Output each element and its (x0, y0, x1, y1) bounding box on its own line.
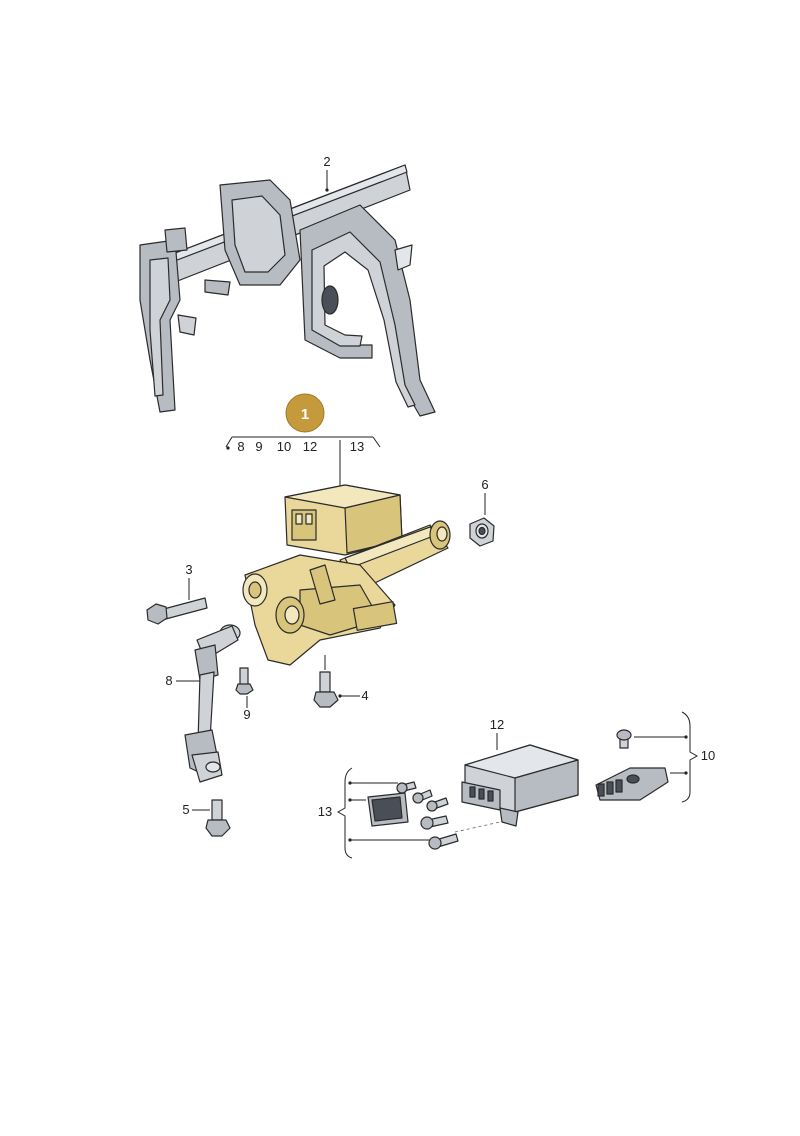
screw-set-part-13[interactable]: 13 (318, 767, 501, 859)
intermediate-shaft-part-8[interactable]: 8 (165, 624, 241, 783)
nut-part-6[interactable]: 6 (469, 477, 495, 547)
bolt-part-3[interactable]: 3 (146, 562, 208, 625)
group-label-12: 12 (303, 439, 317, 454)
group-1-bracket: 8 9 10 12 13 (225, 436, 381, 486)
callout-5: 5 (182, 802, 189, 817)
screw-a (396, 781, 417, 794)
screw-part-9[interactable]: 9 (235, 667, 254, 722)
group-label-10: 10 (277, 439, 291, 454)
position-badge-1[interactable]: 1 (285, 393, 325, 433)
lock-bracket-part-10[interactable]: 10 (595, 711, 715, 803)
callout-4: 4 (361, 688, 368, 703)
leader-dot (325, 188, 329, 192)
crossmember-part[interactable]: 2 (139, 154, 436, 417)
callout-12: 12 (490, 717, 504, 732)
screw-e (428, 833, 459, 850)
screw-b (412, 789, 433, 804)
bracket-screw (616, 729, 632, 749)
callout-10: 10 (701, 748, 715, 763)
group-label-8: 8 (237, 439, 244, 454)
callout-2: 2 (323, 154, 330, 169)
callout-8: 8 (165, 673, 172, 688)
group-label-13: 13 (350, 439, 364, 454)
bolt-part-5[interactable]: 5 (182, 799, 231, 837)
group-label-9: 9 (255, 439, 262, 454)
bolt-part-4[interactable]: 4 (313, 655, 369, 708)
steering-column-part[interactable] (242, 484, 451, 666)
callout-3: 3 (185, 562, 192, 577)
control-unit-part-12[interactable]: 12 (461, 717, 579, 827)
screw-c (426, 797, 449, 812)
callout-6: 6 (481, 477, 488, 492)
callout-9: 9 (243, 707, 250, 722)
badge-label: 1 (301, 406, 309, 423)
callout-13: 13 (318, 804, 332, 819)
screw-d (420, 815, 449, 830)
